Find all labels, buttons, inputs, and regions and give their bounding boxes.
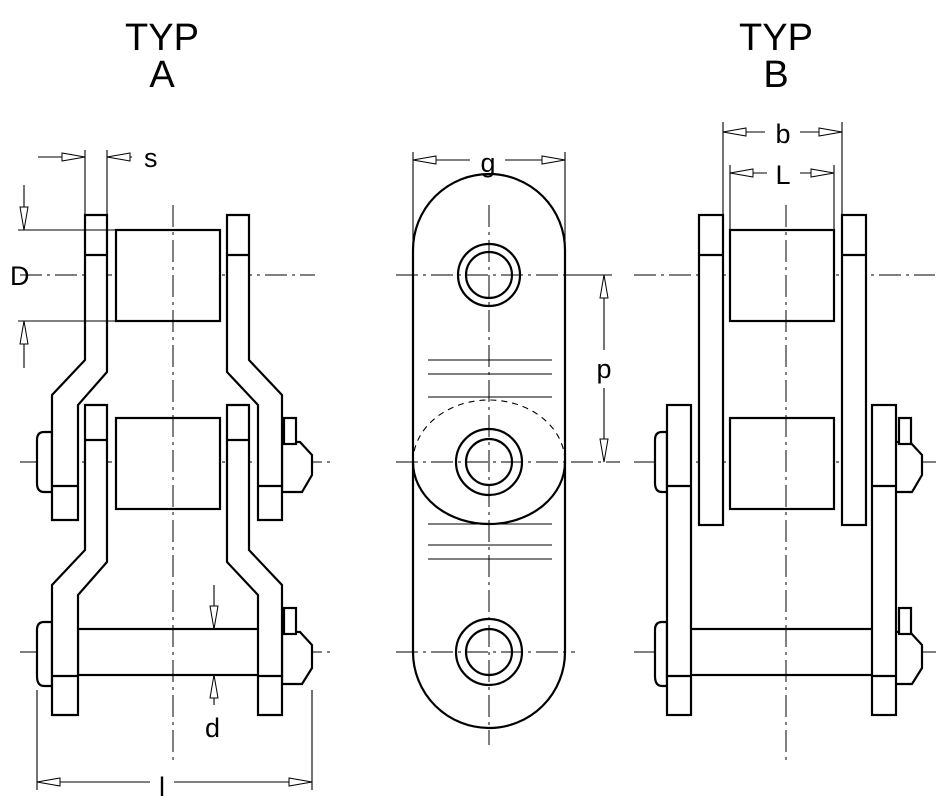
title-type-b: TYP B [739,17,813,96]
dim-label-l: l [159,772,165,802]
dim-label-L: L [775,160,790,190]
type-b-inner-plate-right [840,213,868,527]
type-a-pin-bottom [76,627,267,677]
type-b-view: b L [634,119,940,760]
dim-label-g: g [480,148,495,178]
type-a-view: s D d l [10,143,330,802]
side-plate-outline [411,172,567,730]
side-plate-hidden-curve [412,399,566,463]
title-type-a-line2: A [149,54,175,96]
type-b-outer-plate-right [870,403,898,717]
type-a-dim-l-label-gap [150,768,174,796]
title-type-b-line1: TYP [739,17,813,59]
plate-dim-p-arrow-bottom [599,438,609,463]
pin-hole-middle-inner [464,437,514,487]
type-a-plate-right-lower [225,403,284,717]
type-a-plate-right-upper [225,213,284,522]
type-a-pin-end-right-middle [280,440,314,494]
type-a-roller-top [114,228,222,323]
type-b-outer-plate-left [665,403,693,717]
type-a-cotter-middle [282,416,298,446]
type-a-dim-l-arrow-left [36,777,61,787]
side-plate-view: g p [396,148,620,745]
type-a-plate-left-upper [50,213,109,522]
type-a-dim-d-arrow-top [209,605,219,630]
dim-label-s: s [144,143,158,173]
type-b-pin-head-left-middle [653,430,669,494]
type-b-dim-L-arrow-right [810,168,835,178]
type-a-pin-head-left-bottom [35,620,54,688]
title-type-b-line2: B [763,54,788,96]
type-a-pin-head-left-middle [35,430,54,494]
type-a-dim-s-arrow-right [106,152,131,162]
type-b-cotter-bottom [897,606,913,636]
type-b-roller-top [728,228,836,323]
plate-dim-p-arrow-top [599,274,609,299]
title-type-a-line1: TYP [125,17,199,59]
plate-dim-g-arrow-right [541,155,566,165]
type-b-dim-b-arrow-right [818,127,843,137]
type-b-pin-bottom [688,627,877,677]
dim-label-D: D [10,261,30,291]
type-b-pin-head-left-bottom [653,620,669,688]
type-a-plate-left-lower [50,403,109,717]
type-b-pin-end-right-middle [892,440,924,494]
type-a-dim-d-arrow-bottom [209,674,219,699]
type-b-pin-end-right-bottom [892,630,924,686]
pin-hole-bottom-inner [464,627,514,677]
type-b-roller-middle [728,416,836,511]
pin-hole-top-inner [464,250,514,300]
dim-label-p: p [596,354,611,384]
title-type-a: TYP A [125,17,199,96]
pin-hole-bottom-outer [454,617,524,687]
type-b-dim-L-arrow-left [729,168,754,178]
dim-label-b: b [775,119,790,149]
type-b-dim-b-arrow-left [722,127,747,137]
type-a-dim-D-arrow-bottom [19,320,29,345]
plate-dim-g-arrow-left [412,155,437,165]
type-a-dim-D-arrow-top [19,206,29,231]
type-a-pin-end-right-bottom [280,630,314,686]
type-a-dim-l-arrow-right [288,777,313,787]
type-a-roller-middle [114,416,222,511]
type-a-dim-s-arrow-left [61,152,86,162]
type-b-cotter-middle [897,416,913,446]
type-b-inner-plate-left [697,213,725,527]
pin-hole-middle-outer [454,427,524,497]
type-a-cotter-bottom [282,606,298,636]
dim-label-d: d [205,713,220,743]
pin-hole-top-outer [456,242,522,308]
